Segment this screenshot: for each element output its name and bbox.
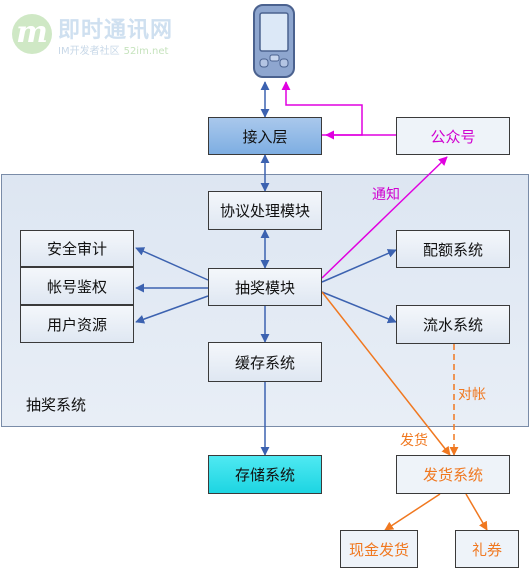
node-access-layer: 接入层 bbox=[208, 117, 322, 155]
node-public-account: 公众号 bbox=[396, 117, 510, 155]
logo-badge: m bbox=[12, 14, 52, 54]
node-cache-system: 缓存系统 bbox=[208, 342, 322, 382]
node-quota-system: 配额系统 bbox=[396, 230, 510, 268]
node-protocol-module: 协议处理模块 bbox=[208, 191, 322, 230]
edge-lottery-public-notify bbox=[321, 156, 448, 279]
edge-delivery-cash bbox=[384, 493, 441, 531]
logo-title: 即时通讯网 bbox=[58, 18, 174, 43]
logo-url: 52im.net bbox=[123, 46, 169, 57]
mobile-phone-icon bbox=[253, 4, 295, 78]
edge-lottery-resources bbox=[135, 295, 209, 324]
node-security-audit: 安全审计 bbox=[20, 230, 134, 267]
node-cash-delivery: 现金发货 bbox=[340, 530, 418, 568]
node-flow-system: 流水系统 bbox=[396, 305, 510, 344]
edge-delivery-voucher bbox=[465, 493, 488, 531]
node-lottery-module: 抽奖模块 bbox=[208, 268, 322, 306]
edge-lottery-security bbox=[135, 247, 209, 281]
edge-label-reconcile: 对帐 bbox=[458, 387, 486, 403]
node-delivery-system: 发货系统 bbox=[396, 455, 510, 494]
logo-subtitle-text: IM开发者社区 bbox=[58, 46, 120, 57]
edge-lottery-quota bbox=[321, 249, 397, 283]
node-user-resources: 用户资源 bbox=[20, 305, 134, 343]
edge-lottery-delivery bbox=[321, 291, 451, 456]
node-account-auth: 帐号鉴权 bbox=[20, 267, 134, 305]
edge-label-notify: 通知 bbox=[372, 187, 400, 203]
node-storage-system: 存储系统 bbox=[208, 455, 322, 494]
container-label: 抽奖系统 bbox=[26, 396, 87, 414]
edge-lottery-flow bbox=[321, 291, 397, 324]
node-gift-voucher: 礼券 bbox=[455, 530, 519, 568]
edge-label-deliver: 发货 bbox=[400, 433, 428, 449]
